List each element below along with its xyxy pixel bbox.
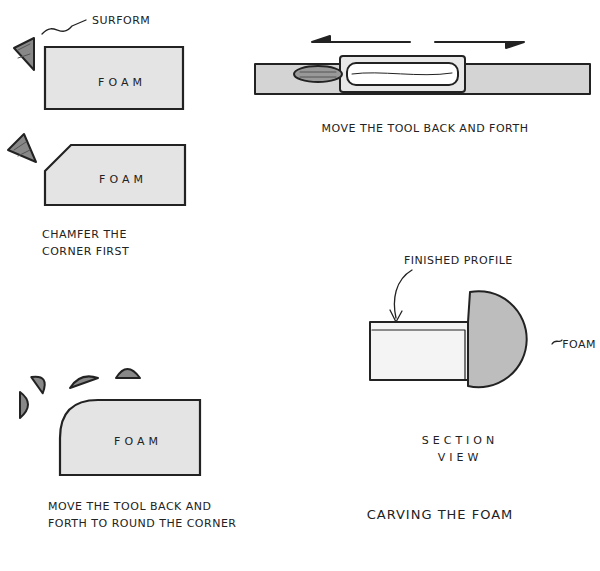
foam-label: FOAM: [98, 76, 146, 89]
tool-label: SURFORM: [92, 12, 192, 29]
foam-block: FOAM: [45, 47, 183, 109]
figure-caption: CARVING THE FOAM: [340, 506, 540, 523]
foam-block: FOAM: [60, 400, 200, 475]
foam-block: FOAM: [45, 145, 185, 205]
callout-label: FOAM: [562, 336, 596, 353]
foam-label: FOAM: [114, 435, 162, 448]
view-label: SECTION VIEW: [400, 432, 520, 466]
instruction-note: MOVE THE TOOL BACK AND FORTH TO ROUND TH…: [48, 498, 238, 532]
callout-label: FINISHED PROFILE: [404, 252, 554, 269]
instruction-note: MOVE THE TOOL BACK AND FORTH: [290, 120, 560, 137]
foam-label: FOAM: [99, 173, 147, 186]
instruction-note: CHAMFER THE CORNER FIRST: [42, 226, 152, 260]
